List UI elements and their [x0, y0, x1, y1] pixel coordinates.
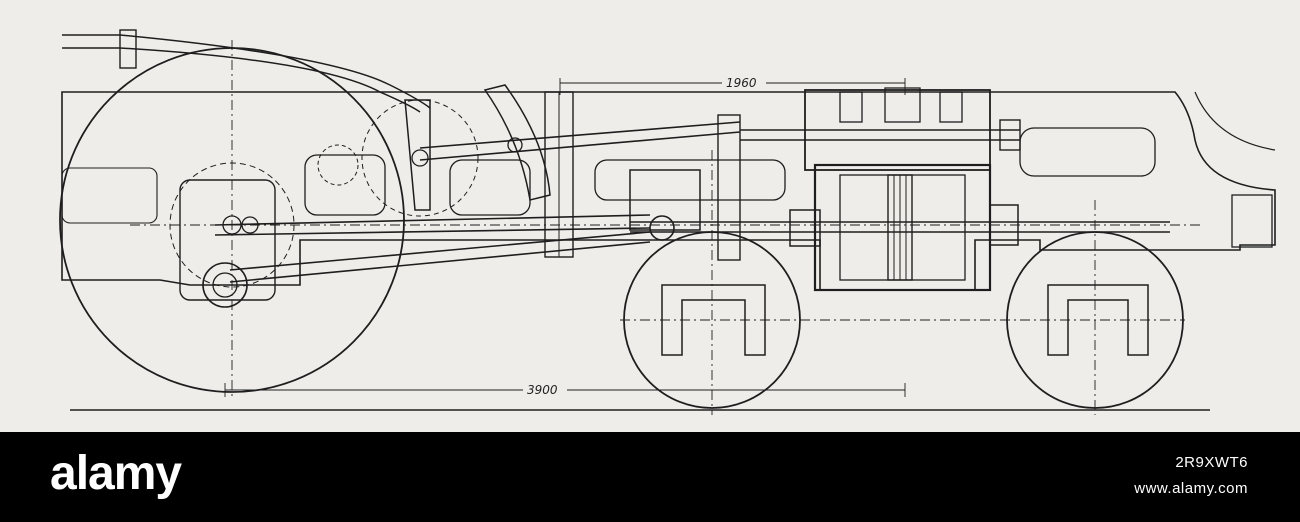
site-url: www.alamy.com	[1134, 480, 1248, 497]
buffer-block	[1231, 194, 1273, 248]
valve-port-3	[939, 91, 963, 123]
frame-window-3	[594, 159, 786, 201]
union-link	[717, 114, 741, 261]
coupling-rod-upper	[229, 231, 651, 271]
watermark-footer: alamy 2R9XWT6 www.alamy.com	[0, 432, 1300, 522]
main-frame	[61, 91, 1276, 291]
frame-window-1	[304, 154, 386, 216]
frame-window-5	[61, 167, 158, 224]
engineering-drawing: 1960 3900	[0, 0, 1300, 432]
brand-logo: alamy	[50, 447, 182, 500]
crank-pin-inner	[212, 272, 238, 298]
main-rod-lower	[214, 227, 651, 236]
crank-box	[179, 179, 276, 301]
expansion-link	[483, 84, 551, 201]
valve-rear-gland	[999, 119, 1021, 151]
main-rod-upper	[214, 214, 651, 226]
expansion-pivot	[507, 137, 523, 153]
valve-port-2	[884, 87, 921, 123]
valve-rod-upper	[419, 121, 741, 149]
dimension-label-3900: 3900	[527, 383, 558, 397]
leading-axlebox	[661, 284, 766, 356]
frame-window-4	[1019, 127, 1156, 177]
steam-pipe	[62, 34, 431, 109]
dimension-label-1960: 1960	[726, 76, 757, 90]
pipe-flange	[119, 29, 137, 69]
eccentric-circle	[317, 144, 359, 186]
frame-window-2	[449, 159, 531, 216]
cylinder-inner	[839, 174, 966, 281]
crosshead-pin	[649, 215, 675, 241]
cylinder	[813, 163, 992, 292]
rear-frame-end	[1194, 91, 1276, 151]
crank-pin	[202, 262, 248, 308]
valve-port-1	[839, 91, 863, 123]
coupling-rod-lower	[229, 241, 651, 283]
crosshead	[629, 169, 701, 231]
steam-pipe-lower	[62, 47, 421, 113]
piston-gland	[789, 209, 821, 247]
locomotive-chassis-drawing: 1960 3900	[59, 29, 1276, 415]
valve-chest	[804, 89, 991, 171]
valve-rod-lower	[419, 131, 741, 161]
lever-arc	[361, 99, 479, 217]
lever-pivot	[411, 149, 429, 167]
lever-arm	[404, 99, 431, 211]
image-id: 2R9XWT6	[1175, 454, 1248, 471]
trailing-axlebox	[1047, 284, 1149, 356]
